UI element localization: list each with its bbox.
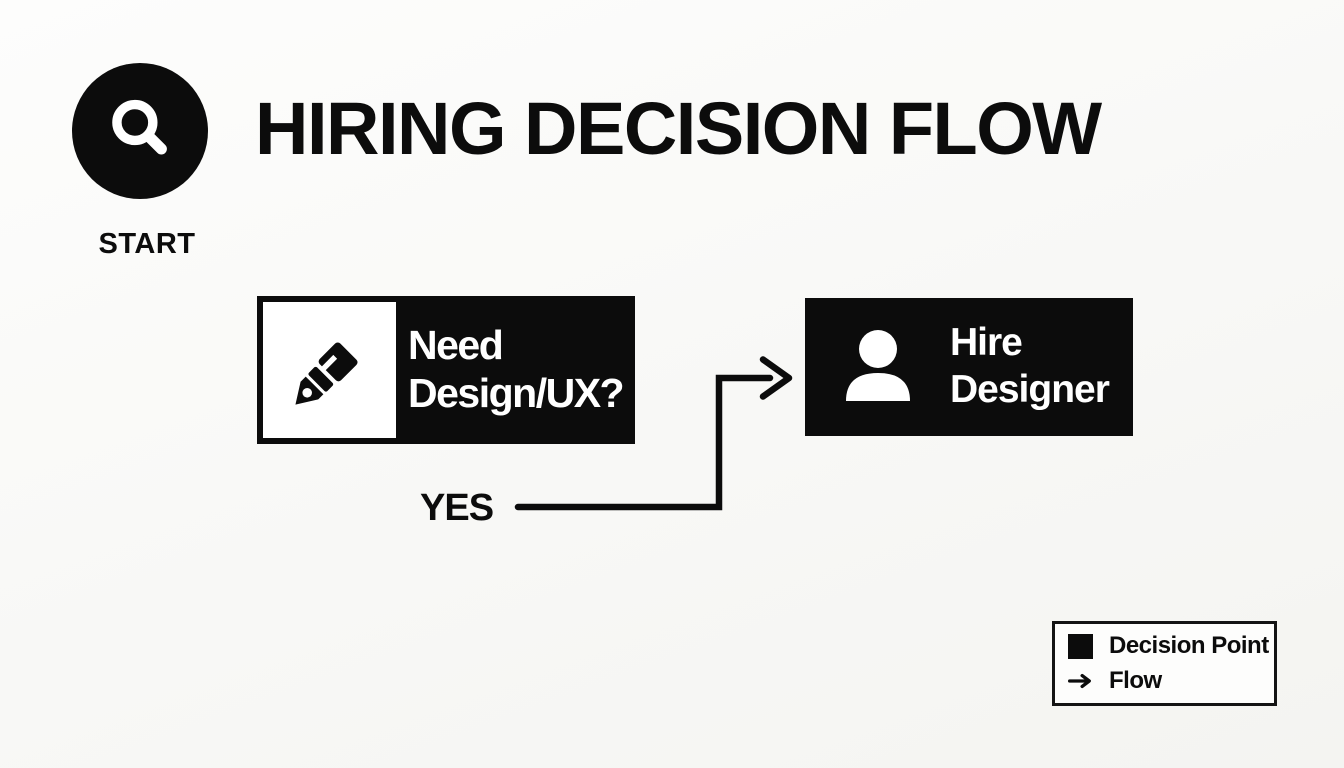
pen-nib-icon — [278, 318, 382, 422]
legend-row-flow: Flow — [1068, 667, 1274, 695]
outcome-line1: Hire — [950, 321, 1023, 365]
decision-line1: Need — [408, 322, 504, 369]
person-icon — [842, 327, 914, 407]
decision-icon-plate — [263, 302, 396, 438]
yes-branch-label: YES — [420, 487, 494, 529]
magnifier-icon — [99, 90, 181, 172]
legend-label-decision-point: Decision Point — [1109, 632, 1269, 660]
start-label: START — [98, 228, 196, 260]
page-title: HIRING DECISION FLOW — [255, 87, 1102, 170]
legend-label-flow: Flow — [1109, 666, 1162, 694]
legend: Decision Point Flow — [1052, 621, 1277, 706]
start-node — [72, 63, 208, 199]
flow-arrow-icon — [1068, 671, 1093, 691]
legend-row-decision-point: Decision Point — [1068, 632, 1274, 660]
decision-line2: Design/UX? — [408, 370, 625, 416]
decision-node-label: Need Design/UX? — [408, 322, 625, 417]
outcome-node-hire-designer: Hire Designer — [805, 298, 1133, 436]
decision-square-icon — [1068, 633, 1093, 659]
outcome-node-label: Hire Designer — [950, 320, 1110, 414]
outcome-line2: Designer — [950, 368, 1110, 411]
decision-node-need-design-ux: Need Design/UX? — [257, 296, 635, 444]
